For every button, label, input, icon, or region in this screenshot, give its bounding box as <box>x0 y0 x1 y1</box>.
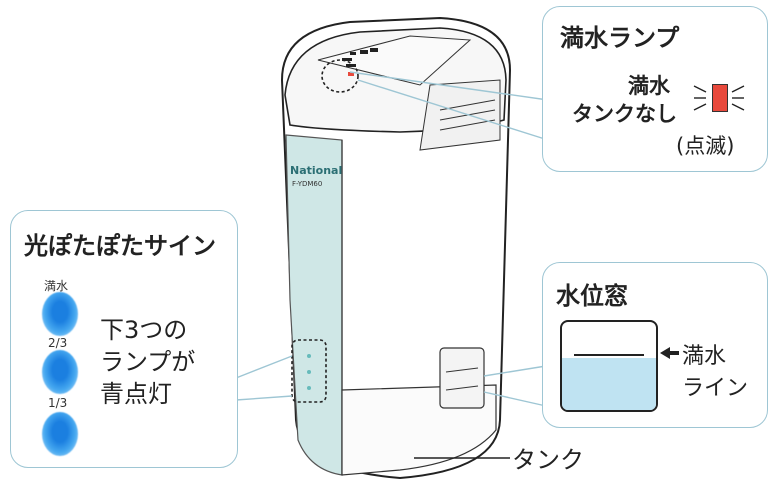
water-line-label-2: ライン <box>682 376 749 401</box>
full-lamp-callout <box>542 6 768 172</box>
drop-label-2-3: 2/3 <box>48 336 68 350</box>
arrow-shaft <box>669 351 679 355</box>
light-sign-desc-3: 青点灯 <box>100 380 172 408</box>
drop-lamp-2-3 <box>42 350 78 394</box>
arrow-left-icon <box>660 347 670 359</box>
full-lamp-indicator <box>348 72 354 76</box>
drop-label-1-3: 1/3 <box>48 396 68 410</box>
lamp-area-dashed <box>291 339 327 403</box>
full-lamp-label-full: 満水 <box>628 74 670 98</box>
full-lamp-label-no-tank: タンクなし <box>572 102 677 126</box>
drop-lamp-1-3 <box>42 412 78 456</box>
water-fill <box>562 358 656 410</box>
lamp-highlight-circle <box>321 59 359 93</box>
light-sign-desc-2: ランプが <box>100 348 196 376</box>
device-water-window <box>439 347 485 409</box>
light-sign-desc-1: 下3つの <box>100 316 188 344</box>
drop-label-full: 満水 <box>44 279 69 293</box>
brand-logo: National <box>290 164 343 177</box>
drop-lamp-full <box>42 292 78 336</box>
model-number: F-YDM60 <box>292 180 323 188</box>
blinking-lamp-icon <box>712 84 728 112</box>
tank-label: タンク <box>512 446 584 474</box>
water-window-title: 水位窓 <box>556 282 628 310</box>
water-line-label-1: 満水 <box>682 344 727 369</box>
light-sign-title: 光ぽたぽたサイン <box>24 232 216 260</box>
full-lamp-title: 満水ランプ <box>560 24 680 52</box>
full-lamp-note: (点滅) <box>676 134 735 158</box>
full-water-line <box>574 354 644 356</box>
water-level-window <box>560 320 658 412</box>
